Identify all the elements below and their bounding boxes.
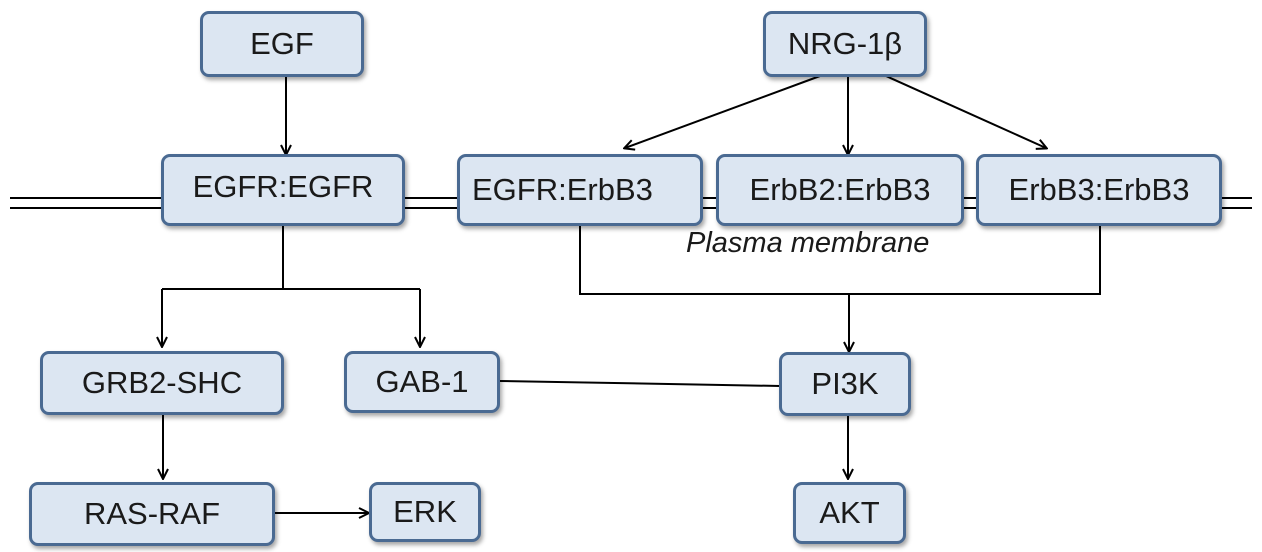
node-akt-label: AKT bbox=[819, 495, 880, 530]
node-pi3k-label: PI3K bbox=[811, 366, 879, 401]
node-ras-raf-label: RAS-RAF bbox=[83, 496, 221, 531]
node-egf-label: EGF bbox=[250, 26, 314, 61]
node-pi3k: PI3K bbox=[779, 352, 911, 416]
node-erbb3-erbb3: ErbB3:ErbB3 bbox=[976, 154, 1222, 226]
node-nrg-1-beta-label: NRG-1β bbox=[787, 26, 903, 61]
node-akt: AKT bbox=[793, 482, 906, 544]
node-nrg-1-beta: NRG-1β bbox=[763, 11, 927, 77]
node-egfr-erbb3-label: EGFR:ErbB3 bbox=[472, 172, 653, 207]
node-grb2-shc: GRB2-SHC bbox=[40, 351, 284, 415]
node-erbb3-erbb3-label: ErbB3:ErbB3 bbox=[1008, 172, 1190, 207]
plasma-membrane-label: Plasma membrane bbox=[686, 227, 930, 259]
node-egfr-egfr-label: EGFR:EGFR bbox=[192, 169, 374, 204]
node-erk-label: ERK bbox=[393, 494, 457, 529]
node-ras-raf: RAS-RAF bbox=[29, 482, 275, 546]
edge-nrg-to-erbb3-erbb3 bbox=[885, 75, 1046, 148]
node-gab-1: GAB-1 bbox=[344, 351, 500, 413]
node-gab-1-label: GAB-1 bbox=[375, 364, 469, 399]
node-erbb2-erbb3-label: ErbB2:ErbB3 bbox=[749, 172, 931, 207]
node-egfr-erbb3: EGFR:ErbB3 bbox=[457, 154, 703, 226]
node-egf: EGF bbox=[200, 11, 364, 77]
edge-erbb3-bracket bbox=[579, 226, 1101, 295]
node-erbb2-erbb3: ErbB2:ErbB3 bbox=[716, 154, 964, 226]
edge-gab1-to-pi3k bbox=[499, 380, 781, 387]
node-erk: ERK bbox=[369, 482, 481, 542]
node-egfr-egfr: EGFR:EGFR bbox=[161, 154, 405, 226]
node-grb2-shc-label: GRB2-SHC bbox=[81, 365, 243, 400]
edge-nrg-to-egfr-erbb3 bbox=[625, 75, 821, 148]
